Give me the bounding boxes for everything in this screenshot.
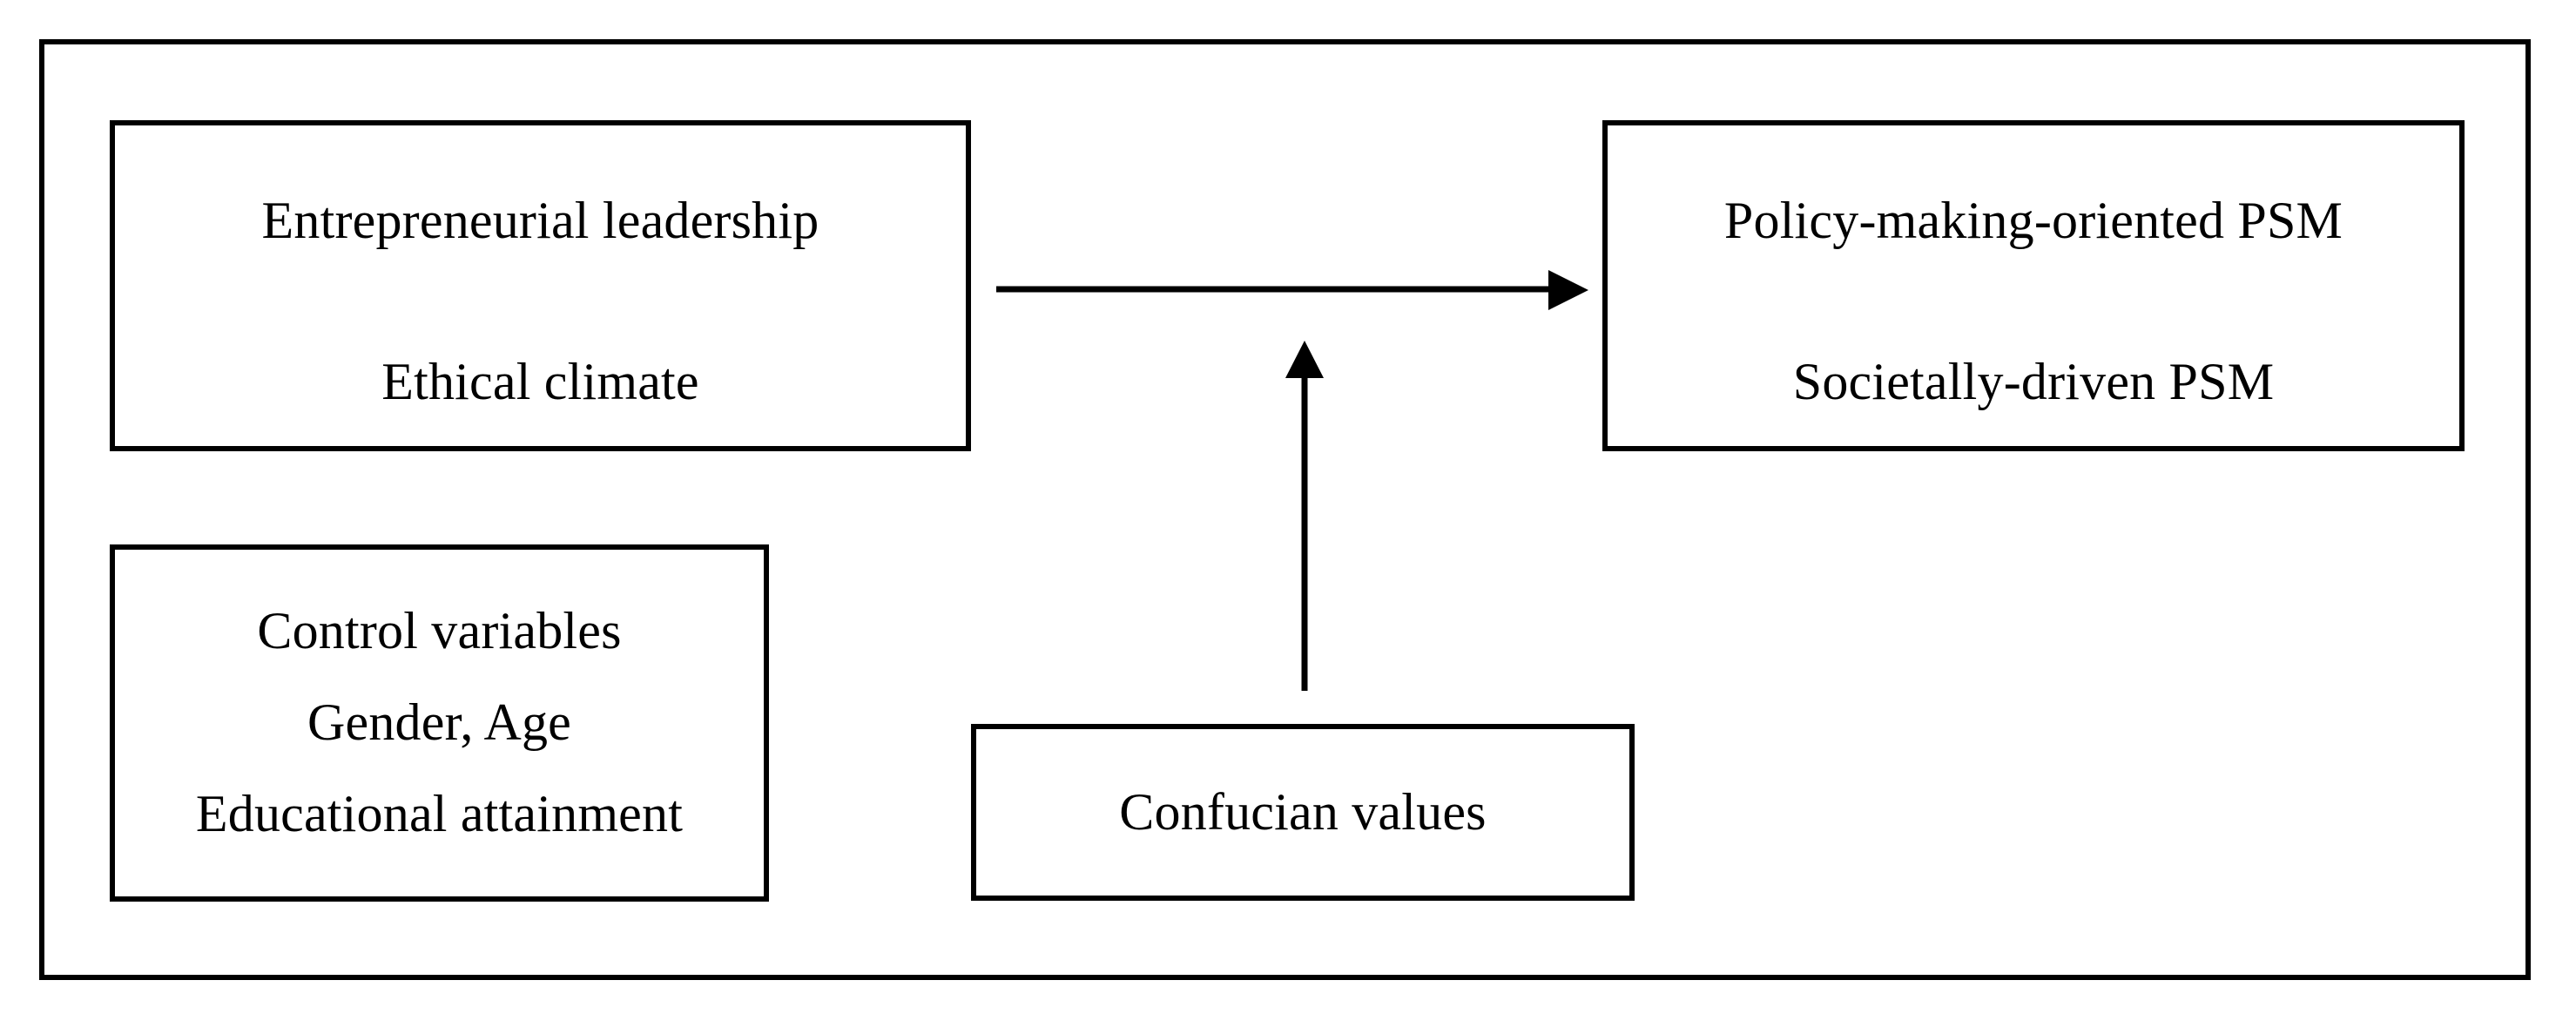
- outcomes-line-1: Policy-making-oriented PSM: [1723, 192, 2343, 249]
- control-variables-line-1: Control variables: [257, 602, 622, 659]
- outcomes-line-2: Societally-driven PSM: [1792, 353, 2275, 410]
- control-variables-box: Control variables Gender, Age Educationa…: [110, 544, 769, 902]
- moderator-box: Confucian values: [971, 724, 1635, 901]
- outcomes-box: Policy-making-oriented PSM Societally-dr…: [1602, 120, 2465, 451]
- antecedents-box: Entrepreneurial leadership Ethical clima…: [110, 120, 971, 451]
- antecedents-line-2: Ethical climate: [381, 353, 699, 410]
- control-variables-line-3: Educational attainment: [195, 785, 684, 842]
- moderator-line-1: Confucian values: [1119, 783, 1487, 841]
- antecedents-line-1: Entrepreneurial leadership: [261, 192, 819, 249]
- control-variables-line-2: Gender, Age: [307, 693, 572, 751]
